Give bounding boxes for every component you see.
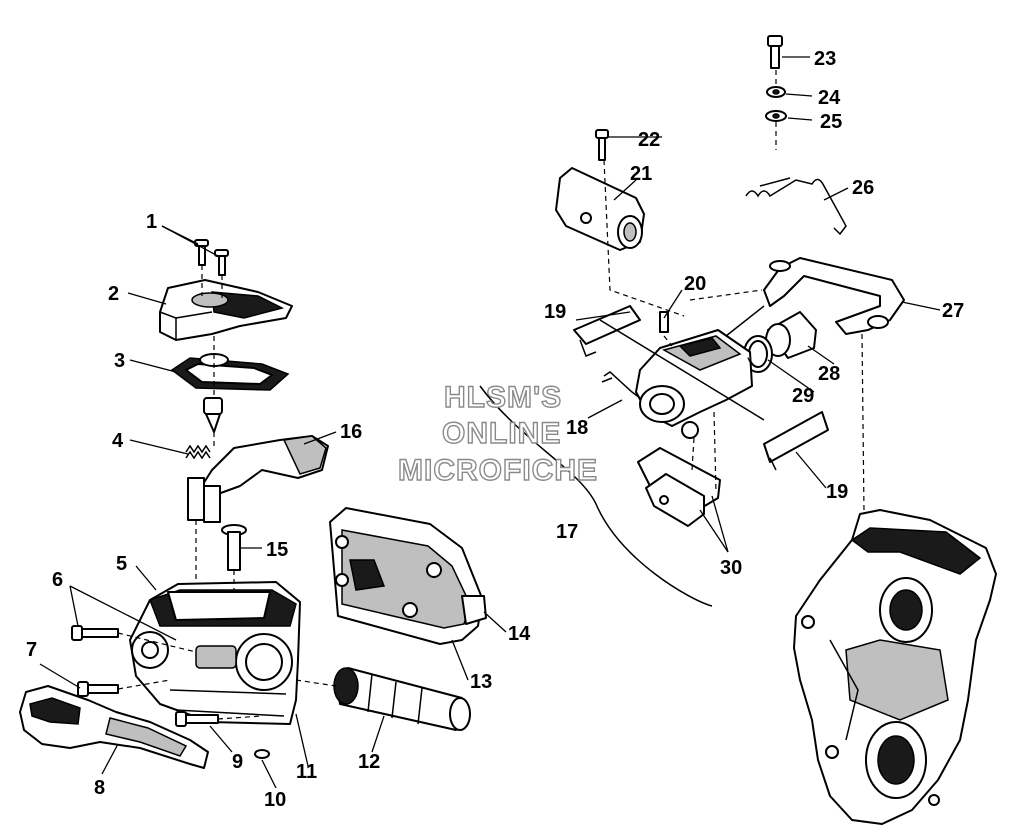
switch-cover: [329, 507, 487, 645]
callout-12: 12: [358, 751, 380, 773]
assembly-line: [713, 411, 717, 493]
callout-18: 18: [566, 417, 588, 439]
assembly-line: [217, 715, 263, 720]
callout-19-lower: 19: [826, 481, 848, 503]
callout-26: 26: [852, 177, 874, 199]
assembly-line: [603, 159, 685, 317]
axis-line: [725, 305, 765, 337]
callout-14: 14: [508, 623, 531, 645]
callout-16: 16: [340, 421, 362, 443]
brake-line: [603, 371, 641, 399]
callout-28: 28: [818, 363, 840, 385]
plunger: [203, 397, 223, 433]
watermark-line-3: MICROFICHE: [398, 454, 598, 487]
chaincase: [793, 509, 997, 825]
callout-30: 30: [720, 557, 742, 579]
screw-7: [77, 681, 119, 697]
callout-24: 24: [818, 87, 841, 109]
watermark-line-1: HLSM'S: [444, 381, 562, 414]
throttle-sleeve: [333, 667, 471, 731]
brake-line: [601, 377, 613, 383]
assembly-line: [689, 289, 763, 301]
assembly-line: [295, 679, 337, 687]
watermark-line-2: ONLINE: [442, 417, 561, 450]
callout-15: 15: [266, 539, 288, 561]
caliper-bracket: [763, 257, 905, 335]
assembly-line: [745, 353, 751, 363]
bolt-23: [767, 35, 783, 69]
callout-22: 22: [638, 129, 660, 151]
callout-19-upper: 19: [544, 301, 566, 323]
callout-25: 25: [820, 111, 842, 133]
lever-housing: [129, 581, 301, 725]
brake-pad-lower: [763, 411, 829, 471]
screw-9: [175, 711, 219, 727]
callout-4: 4: [112, 430, 124, 452]
callout-17: 17: [556, 521, 578, 543]
assembly-line: [861, 333, 865, 513]
callout-7: 7: [26, 639, 37, 661]
callout-10: 10: [264, 789, 286, 811]
callout-5: 5: [116, 553, 127, 575]
callout-29: 29: [792, 385, 814, 407]
banjo-bolt: [595, 129, 609, 161]
assembly-line: [663, 335, 673, 347]
caliper-pads: [637, 447, 721, 527]
callout-20: 20: [684, 273, 706, 295]
callout-8: 8: [94, 777, 105, 799]
spring: [185, 444, 211, 460]
callout-11: 11: [296, 761, 317, 783]
axis-line: [599, 319, 765, 421]
callout-1: 1: [146, 211, 157, 233]
banjo-fitting: [555, 167, 645, 251]
assembly-line: [117, 632, 197, 653]
callout-27: 27: [942, 300, 964, 322]
callout-6: 6: [52, 569, 63, 591]
brake-pad-upper: [573, 305, 641, 357]
gasket: [170, 353, 290, 391]
callout-2: 2: [108, 283, 119, 305]
leader-lines: [39, 56, 941, 789]
washer-10: [254, 749, 270, 759]
brake-lever: [19, 685, 209, 769]
brake-caliper: [635, 311, 753, 439]
spring-clip: [745, 177, 847, 236]
callout-13: 13: [470, 671, 492, 693]
throttle-lever: [187, 435, 329, 523]
caliper-bushing: [765, 311, 817, 359]
callout-9: 9: [232, 751, 243, 773]
callout-3: 3: [114, 350, 125, 372]
housing-cover: [159, 279, 293, 341]
brake-line-routing: [479, 385, 713, 607]
washer-25: [765, 110, 787, 122]
callout-23: 23: [814, 48, 836, 70]
screw-6: [71, 625, 119, 641]
screw-pair-1: [194, 239, 229, 276]
washer-24: [766, 86, 786, 98]
callout-21: 21: [630, 163, 652, 185]
